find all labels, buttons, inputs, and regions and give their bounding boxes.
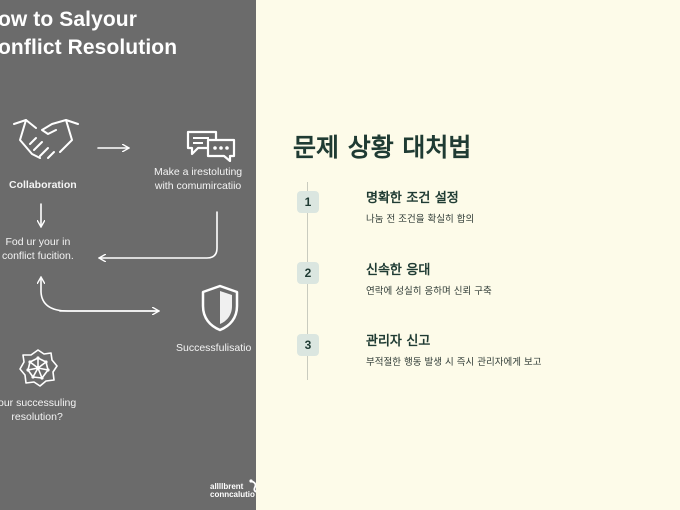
infographic-panel: ow to Salyour onflict Resolution Collabo… bbox=[0, 0, 256, 510]
focus-conflict-label: Fod ur your in conflict fucition. bbox=[2, 236, 74, 262]
step-description: 부적절한 행동 발생 시 즉시 관리자에게 보고 bbox=[366, 357, 542, 368]
step-description: 나눔 전 조건을 확실히 합의 bbox=[366, 214, 475, 225]
step-title: 명확한 조건 설정 bbox=[366, 191, 459, 206]
collaboration-label: Collaboration bbox=[9, 179, 77, 191]
network-icon bbox=[18, 348, 58, 388]
page-title: 문제 상황 대처법 bbox=[293, 133, 472, 162]
footer-logo: allllbrent conncalutio bbox=[210, 479, 256, 499]
arrow-return bbox=[100, 211, 218, 258]
shield-icon bbox=[200, 284, 240, 332]
arrow-up-loop bbox=[41, 278, 159, 312]
success-label: Successfulisatio bbox=[176, 342, 252, 354]
chat-bubbles-icon bbox=[186, 130, 236, 162]
logo-mark-icon bbox=[249, 479, 256, 493]
handshake-icon bbox=[12, 114, 80, 162]
flow-arrows bbox=[0, 0, 218, 510]
step-number-badge: 1 bbox=[297, 191, 319, 213]
content-panel: 문제 상황 대처법 1 명확한 조건 설정 나눔 전 조건을 확실히 합의 2 … bbox=[256, 0, 680, 510]
infographic-title: ow to Salyour onflict Resolution bbox=[0, 8, 178, 59]
step-title: 관리자 신고 bbox=[366, 334, 431, 349]
your-resolution-label: our successuling resolution? bbox=[0, 397, 77, 423]
step-number-badge: 3 bbox=[297, 334, 319, 356]
make-resolution-label: Make a irestoluting with comumircatiio bbox=[154, 166, 243, 192]
step-description: 연락에 성실히 응하며 신뢰 구축 bbox=[366, 286, 492, 297]
step-number-badge: 2 bbox=[297, 262, 319, 284]
step-title: 신속한 응대 bbox=[366, 263, 431, 278]
